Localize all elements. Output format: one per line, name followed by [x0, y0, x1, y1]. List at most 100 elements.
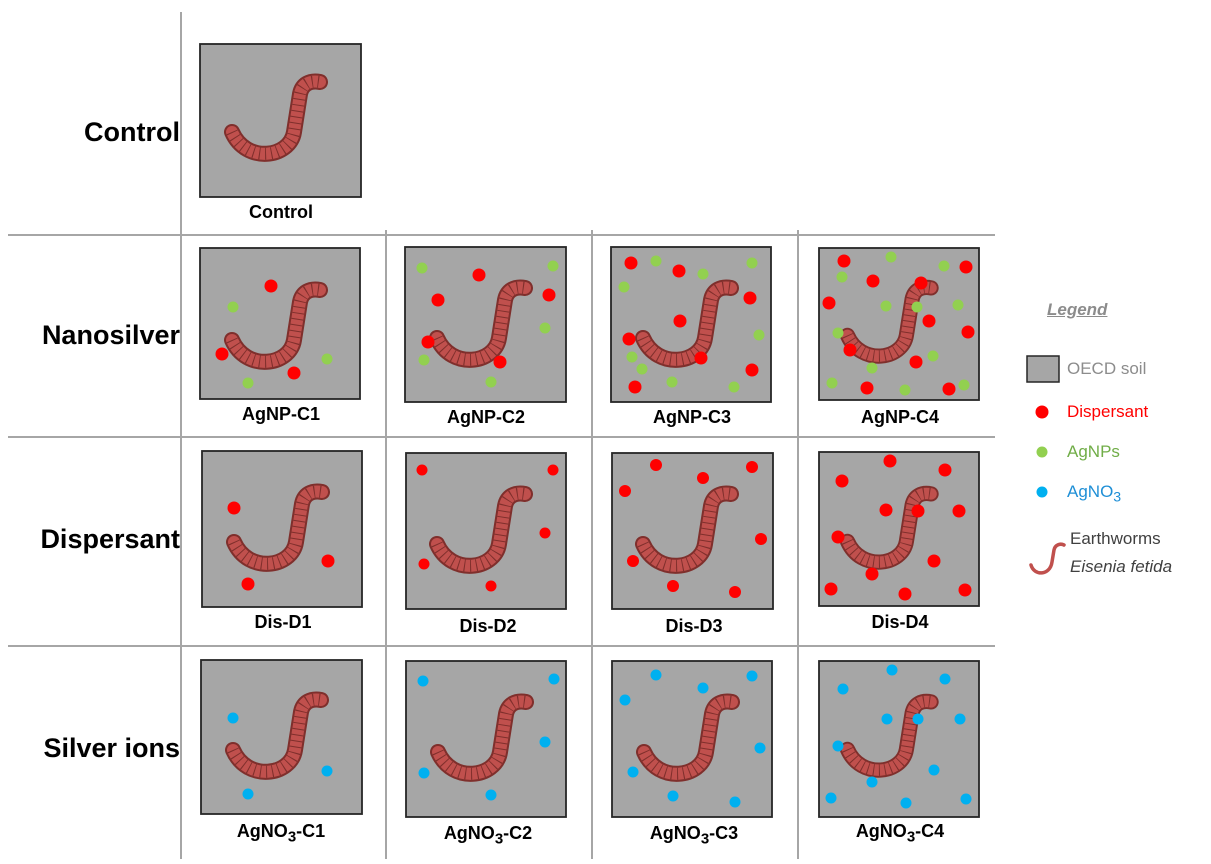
earthworm: [429, 279, 533, 368]
dispersant-dot: [729, 586, 741, 598]
agnp-dot: [952, 299, 964, 311]
earthworm: [635, 485, 739, 574]
agno3-dot: [321, 765, 333, 777]
dispersant-dot: [485, 580, 497, 592]
agno3-dot: [825, 792, 837, 804]
caption-dis-d2: Dis-D2: [459, 616, 517, 636]
soil-box-agno3-c2: [405, 660, 567, 818]
dispersant-dot: [622, 332, 636, 346]
agnp-dot: [911, 301, 923, 313]
agno3-dot: [881, 713, 893, 725]
agnp-dot: [927, 350, 939, 362]
dispersant-dot: [898, 587, 912, 601]
dispersant-dot: [287, 366, 301, 380]
agno3-dot: [886, 664, 898, 676]
soil-box-dis-d3: [611, 452, 774, 610]
dispersant-dot: [697, 472, 709, 484]
caption-dis-d3: Dis-D3: [665, 616, 723, 636]
dispersant-dot: [911, 504, 925, 518]
agnp-dot: [826, 377, 838, 389]
agnp-dot: [899, 384, 911, 396]
soil-box-agnp-c2: [404, 246, 567, 403]
dispersant-dot: [909, 355, 923, 369]
caption-agnp-c1: AgNP-C1: [241, 404, 320, 424]
agno3-dot: [837, 683, 849, 695]
agnp-dot: [866, 362, 878, 374]
agno3-dot: [866, 776, 878, 788]
legend-species-label: Eisenia fetida: [1070, 557, 1173, 576]
caption-agnp-c4: AgNP-C4: [860, 407, 939, 427]
agnp-dot: [321, 353, 333, 365]
dispersant-dot: [619, 485, 631, 497]
earthworm: [224, 281, 328, 370]
dispersant-dot: [835, 474, 849, 488]
dispersant-dot: [745, 363, 759, 377]
earthworm: [636, 693, 740, 782]
agno3-dot: [667, 790, 679, 802]
dispersant-dot: [667, 580, 679, 592]
legend-dispersant-dot: [1035, 405, 1049, 419]
earthworm: [226, 483, 330, 572]
earthworm: [225, 691, 329, 780]
earthworm: [429, 485, 533, 574]
agnp-dot: [547, 260, 559, 272]
dispersant-dot: [539, 527, 551, 539]
agno3-dot: [960, 793, 972, 805]
soil-box-dis-d1: [201, 450, 363, 608]
dispersant-dot: [241, 577, 255, 591]
dispersant-dot: [743, 291, 757, 305]
agnp-dot: [885, 251, 897, 263]
caption-control: Control: [249, 202, 313, 222]
row-label-control: Control: [84, 117, 180, 147]
agnp-dot: [832, 327, 844, 339]
row-label-nanosilver: Nanosilver: [41, 320, 180, 350]
row-label-dispersant: Dispersant: [40, 524, 180, 554]
agnp-dot: [626, 351, 638, 363]
agno3-dot: [619, 694, 631, 706]
agno3-dot: [939, 673, 951, 685]
dispersant-dot: [421, 335, 435, 349]
dispersant-dot: [321, 554, 335, 568]
caption-agno3-c4: AgNO3-C4: [855, 821, 945, 846]
agnp-dot: [227, 301, 239, 313]
earthworm: [839, 485, 939, 570]
agno3-dot: [912, 713, 924, 725]
agno3-dot: [485, 789, 497, 801]
agno3-dot: [832, 740, 844, 752]
agnp-dot: [880, 300, 892, 312]
dispersant-dot: [624, 256, 638, 270]
legend-agnps-label: AgNPs: [1067, 442, 1120, 461]
earthworm: [430, 693, 534, 782]
agnp-dot: [485, 376, 497, 388]
agno3-dot: [697, 682, 709, 694]
dispersant-dot: [942, 382, 956, 396]
agno3-dot: [729, 796, 741, 808]
caption-dis-d4: Dis-D4: [871, 612, 929, 632]
agno3-dot: [418, 767, 430, 779]
dispersant-dot: [958, 583, 972, 597]
agnp-dot: [416, 262, 428, 274]
legend-agno3-dot: [1036, 486, 1048, 498]
row-label-silver-ions: Silver ions: [43, 733, 180, 763]
dispersant-dot: [650, 459, 662, 471]
dispersant-dot: [883, 454, 897, 468]
dispersant-dot: [542, 288, 556, 302]
dispersant-dot: [746, 461, 758, 473]
dispersant-dot: [694, 351, 708, 365]
dispersant-dot: [673, 314, 687, 328]
dispersant-dot: [822, 296, 836, 310]
agno3-dot: [417, 675, 429, 687]
dispersant-dot: [860, 381, 874, 395]
caption-agnp-c2: AgNP-C2: [446, 407, 525, 427]
dispersant-dot: [914, 276, 928, 290]
dispersant-dot: [952, 504, 966, 518]
dispersant-dot: [755, 533, 767, 545]
soil-box-agno3-c1: [200, 659, 363, 815]
dispersant-dot: [843, 343, 857, 357]
dispersant-dot: [547, 464, 559, 476]
agnp-dot: [242, 377, 254, 389]
dispersant-dot: [959, 260, 973, 274]
caption-agno3-c1: AgNO3-C1: [236, 821, 326, 846]
agno3-dot: [627, 766, 639, 778]
